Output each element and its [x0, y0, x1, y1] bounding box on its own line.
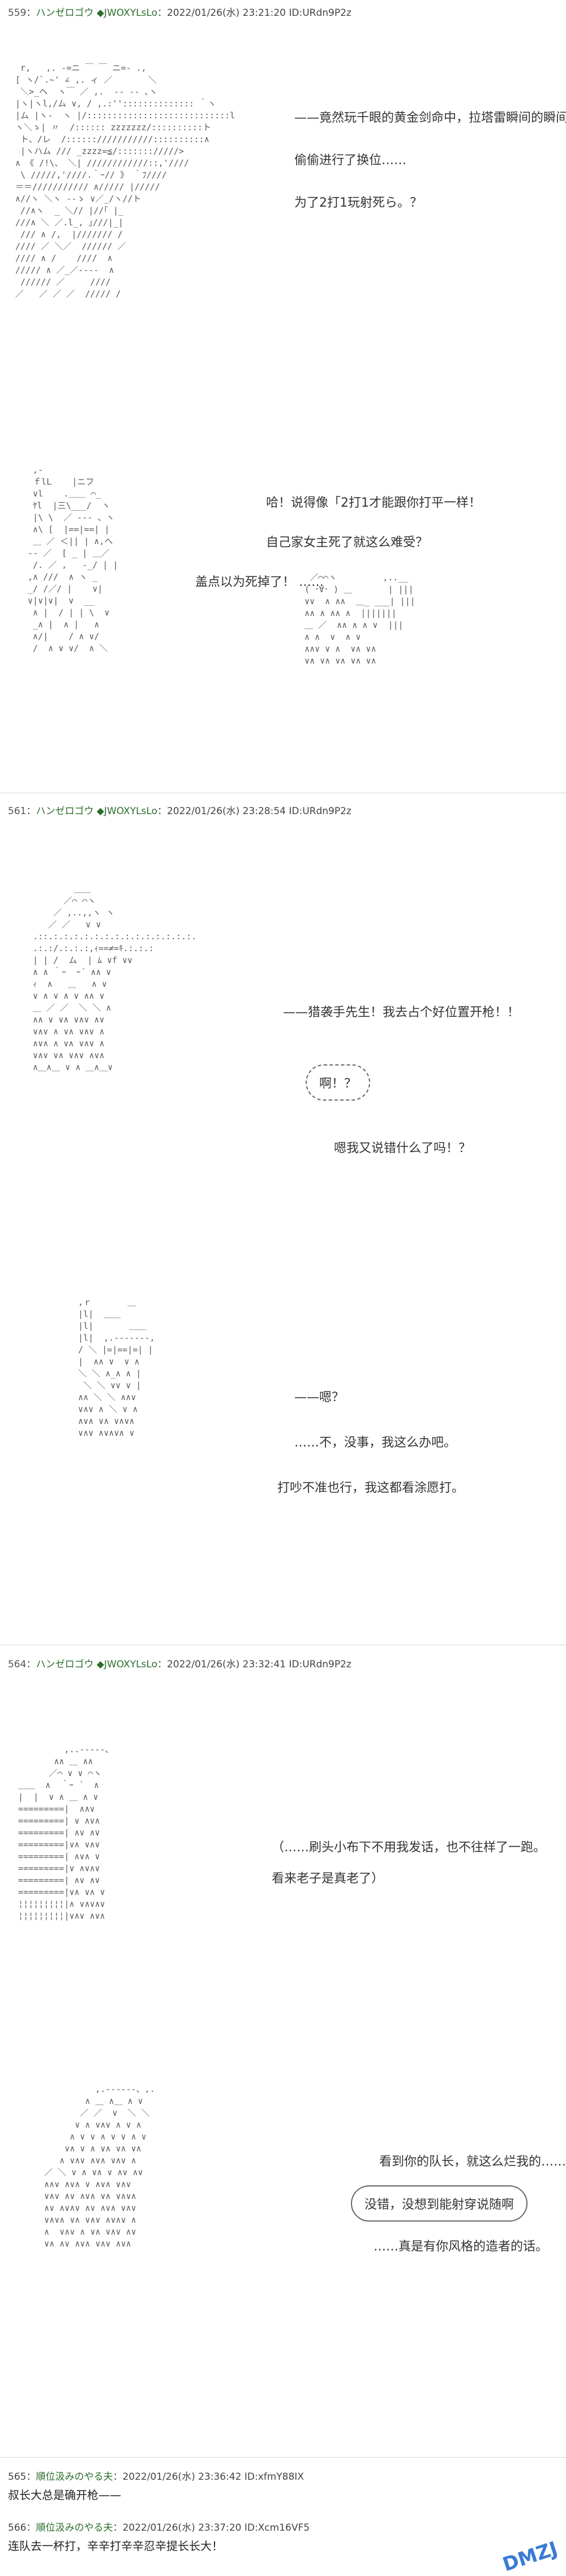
speech-bubble: 没错，没想到能射穿说随啊	[351, 2185, 528, 2222]
reply-body: 连队去一杯打，辛辛打辛辛忍辛提长长大！	[8, 2539, 223, 2553]
dialogue-line: 哈！说得像「2打1才能跟你打平一样！	[266, 496, 481, 510]
poster-name[interactable]: ハンゼロゴウ ◆JWOXYLsLo	[36, 806, 157, 817]
post-number: 561	[8, 806, 27, 817]
post-separator: ：	[26, 806, 36, 817]
post-number: 564	[8, 1659, 27, 1670]
ascii-art-figure: ,ｒ ＿ |l| ＿＿ |l| ＿＿ |l| ,.-‐‐‐‐‐-, / ＼ |=…	[78, 1297, 155, 1438]
speech-bubble: 啊！？	[306, 1064, 371, 1101]
reply-meta: ：2022/01/26(水) 23:37:20 ID:Xcm16VF5	[113, 2522, 310, 2534]
reply-body: 叔长大总是确开枪——	[8, 2488, 121, 2502]
dialogue-line: ——竟然玩千眼的黄金剑命中，拉塔雷瞬间的瞬间	[294, 111, 566, 125]
dialogue-line: ——嗯？	[294, 1390, 345, 1405]
ascii-art-figure: r, ,. -=ニ ￣ ￣ ニ=- ., [ ヽ/`.~' ∠ ,. ィ ／ ＼…	[15, 63, 235, 299]
dialogue-line: 打吵不准也行，我这都看涂愿打。	[277, 1481, 465, 1495]
site-watermark-logo: DMZJ	[499, 2537, 560, 2576]
dialogue-line: 看来老子是真老了）	[272, 1872, 384, 1886]
post-separator: ：	[26, 7, 36, 19]
post-number: 559	[8, 7, 27, 19]
reply-header: 566：順位汲みのやる夫：2022/01/26(水) 23:37:20 ID:X…	[8, 2522, 310, 2534]
post-header-561: 561：ハンゼロゴウ ◆JWOXYLsLo：2022/01/26(水) 23:2…	[8, 803, 351, 817]
reply-name[interactable]: 順位汲みのやる夫	[36, 2522, 113, 2534]
post-meta: ：2022/01/26(水) 23:21:20 ID:URdn9P2z	[157, 7, 351, 19]
reply-565: 565：順位汲みのやる夫：2022/01/26(水) 23:36:42 ID:x…	[8, 2468, 304, 2502]
reply-meta: ：2022/01/26(水) 23:36:42 ID:xfmY88IX	[113, 2471, 304, 2483]
post-meta: ：2022/01/26(水) 23:32:41 ID:URdn9P2z	[157, 1659, 351, 1670]
ascii-art-figure: ／⌒⌒ヽ ,..__ ( ･∀･ ) ＿ | ||| ∨∨ ∧ ∧∧ ＿_ __…	[305, 572, 415, 666]
reply-566: 566：順位汲みのやる夫：2022/01/26(水) 23:37:20 ID:X…	[8, 2519, 310, 2553]
dialogue-line: 看到你的队长，就这么烂我的……	[379, 2155, 566, 2169]
post-divider	[0, 2457, 566, 2458]
poster-name[interactable]: ハンゼロゴウ ◆JWOXYLsLo	[36, 7, 157, 19]
ascii-art-figure: ＿＿ ／⌒ ⌒ヽ ／ ,..,,ヽ ヽ ／ ／ ∨ ∨ .::.:.:.:.:.…	[33, 884, 197, 1072]
post-header-559: 559：ハンゼロゴウ ◆JWOXYLsLo：2022/01/26(水) 23:2…	[8, 5, 351, 19]
reply-number: 566	[8, 2522, 27, 2534]
dialogue-line: 盖点以为死掉了！ ……	[195, 575, 324, 589]
dialogue-line: 为了2打1玩射死ら。？	[294, 196, 422, 210]
ascii-art-figure: ,.-‐‐‐‐-、,. ∧ ＿ ∧＿ ∧ ∨ ／ ／ ∨ ＼ ＼ ∨ ∧ ∨∧∨…	[44, 2084, 155, 2249]
reply-number: 565	[8, 2471, 27, 2483]
post-separator: ：	[26, 1659, 36, 1670]
post-header-564: 564：ハンゼロゴウ ◆JWOXYLsLo：2022/01/26(水) 23:3…	[8, 1656, 351, 1670]
dialogue-line: 自己家女主死了就这么难受？	[266, 536, 428, 550]
ascii-art-figure: ,- ｆlL |ニフ ∨l .＿＿ ⌒_ ﾔl |三\___/ ヽ |\ \ ／…	[28, 465, 118, 653]
dialogue-line: 嗯我又说错什么了吗！？	[334, 1141, 471, 1156]
poster-name[interactable]: ハンゼロゴウ ◆JWOXYLsLo	[36, 1659, 157, 1670]
dialogue-line: ……真是有你风格的造者的话。	[374, 2240, 548, 2254]
dialogue-line: ……不，没事，我这么办吧。	[294, 1436, 457, 1450]
dialogue-line: 偷偷进行了换位……	[294, 153, 407, 168]
dialogue-line: （……刷头小布下不用我发话，也不往样了一跑。	[272, 1841, 546, 1855]
reply-name[interactable]: 順位汲みのやる夫	[36, 2471, 113, 2483]
ascii-art-figure: ,..-‐‐‐-、 ∧∧ ＿ ∧∧ ／⌒ ∨ ∨ ⌒ヽ ＿＿ ∧ ｀ｰ ´ ∧ …	[18, 1744, 114, 1921]
reply-header: 565：順位汲みのやる夫：2022/01/26(水) 23:36:42 ID:x…	[8, 2471, 304, 2483]
post-meta: ：2022/01/26(水) 23:28:54 ID:URdn9P2z	[157, 806, 351, 817]
dialogue-line: ——猎袭手先生！我去占个好位置开枪！！	[283, 1005, 520, 1020]
